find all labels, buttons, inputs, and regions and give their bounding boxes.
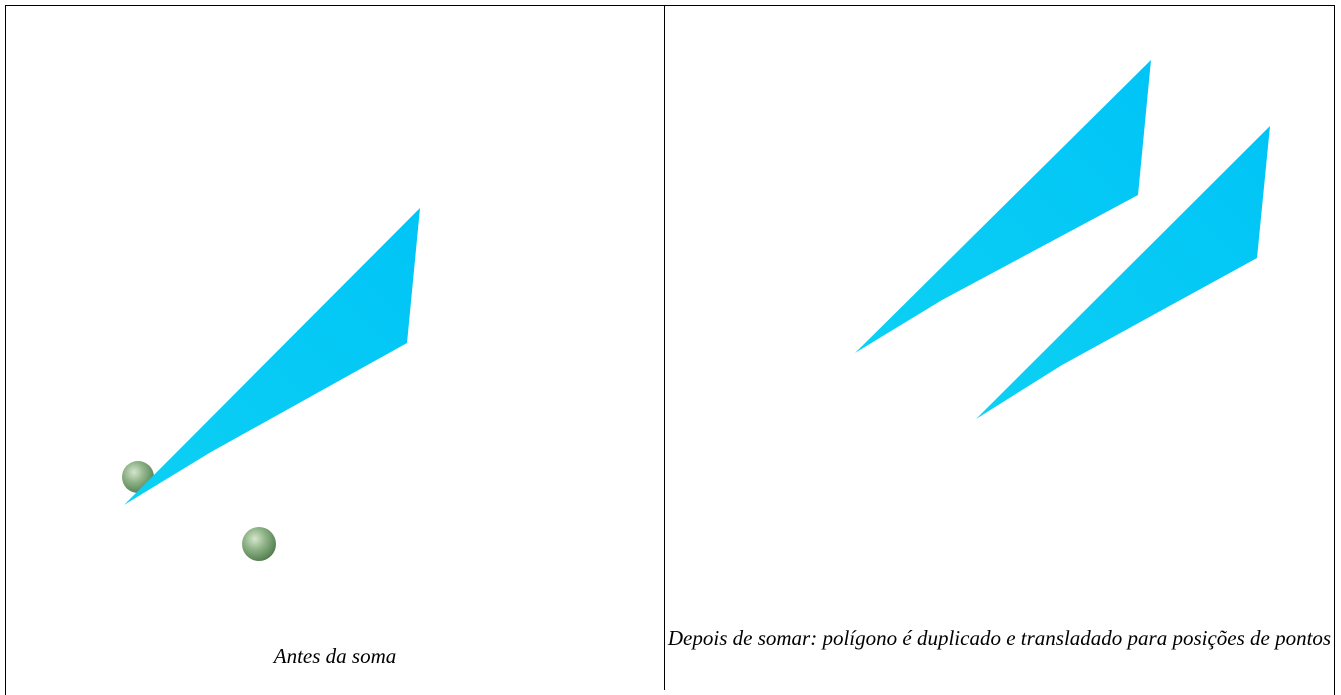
panel-before: Antes da soma	[6, 6, 664, 690]
panel-before-canvas	[6, 6, 664, 636]
caption-after: Depois de somar: polígono é duplicado e …	[665, 625, 1334, 651]
panel-after-canvas	[665, 6, 1334, 606]
caption-before: Antes da soma	[6, 643, 664, 669]
panel-after: Depois de somar: polígono é duplicado e …	[665, 6, 1334, 690]
polygon-original	[124, 208, 420, 505]
point-sphere-2	[242, 527, 276, 561]
